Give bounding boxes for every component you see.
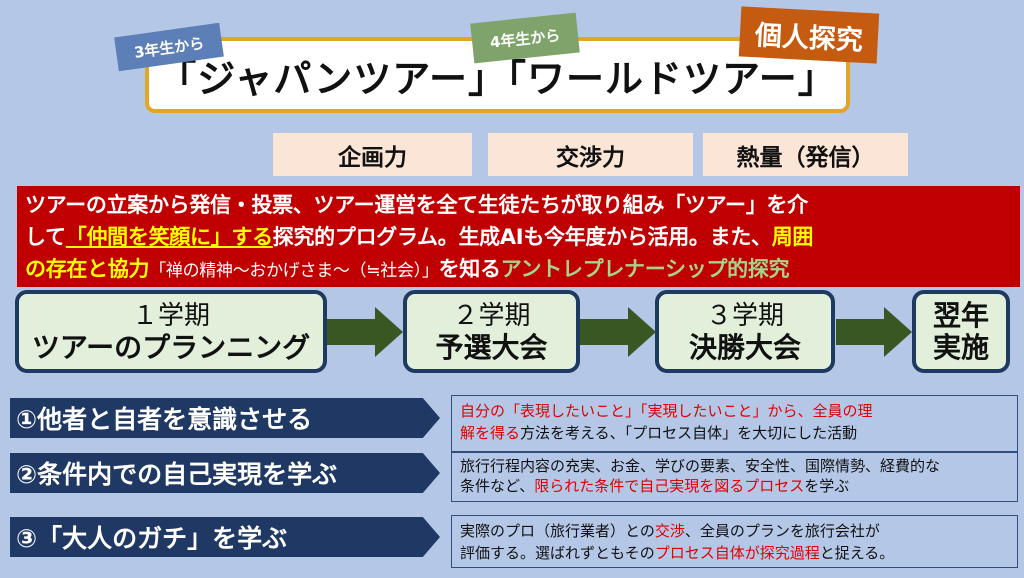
summary-text: 「禅の精神～おかげさま～（≒社会）」 — [149, 261, 439, 281]
summary-text: して — [25, 225, 66, 249]
goal-description-3: 実際のプロ（旅行業者）との交渉、全員のプランを旅行会社が評価する。選ばれずともそ… — [451, 515, 1018, 568]
summary-highlight: の存在と協力 — [25, 257, 150, 281]
desc-highlight: プロセス自体が探究過程 — [654, 544, 820, 562]
phase-name: ツアーのプランニング — [31, 330, 311, 364]
desc-highlight: 限られた条件で自己実現を図るプロセス — [534, 477, 805, 495]
desc-text: 実際のプロ（旅行業者）との — [460, 522, 655, 540]
phase-term: ３学期 — [705, 300, 784, 331]
arrow-right-icon — [327, 307, 403, 357]
summary-line-3: の存在と協力「禅の精神～おかげさま～（≒社会）」を知るアントレプレナーシップ的探… — [25, 253, 1012, 287]
skill-planning: 企画力 — [273, 133, 472, 176]
goal-banner-1: ①他者と自者を意識させる — [10, 398, 440, 438]
arrow-right-icon — [836, 307, 912, 357]
desc-text: 方法を考える、「プロセス自体」を大切にした活動 — [520, 424, 858, 442]
desc-text: と捉える。 — [819, 544, 895, 562]
phase-term1: １学期ツアーのプランニング — [15, 290, 327, 373]
individual-inquiry-tag: 個人探究 — [738, 6, 880, 64]
summary-text: 探究的プログラム。生成AIも今年度から活用。また、 — [272, 225, 772, 249]
goal-banner-2: ②条件内での自己実現を学ぶ — [10, 453, 440, 493]
summary-line-1: ツアーの立案から発信・投票、ツアー運営を全て生徒たちが取り組み「ツアー」を介 — [25, 193, 808, 217]
phase-term: １学期 — [131, 300, 210, 331]
desc-highlight: 交渉 — [654, 522, 685, 540]
summary-highlight: 周囲 — [771, 225, 814, 249]
desc-highlight: 自分の「表現したいこと」「実現したいこと」から、全員の理 — [460, 402, 873, 420]
skill-passion: 熱量（発信） — [703, 133, 908, 176]
goal-banner-3: ③「大人のガチ」を学ぶ — [10, 517, 440, 557]
desc-text: 評価する。選ばれずともその — [460, 544, 655, 562]
desc-text: 旅行行程内容の充実、お金、学びの要素、安全性、国際情勢、経費的な — [460, 457, 941, 475]
phase-term: ２学期 — [452, 300, 531, 331]
summary-box: ツアーの立案から発信・投票、ツアー運営を全て生徒たちが取り組み「ツアー」を介 し… — [17, 186, 1020, 287]
phase-name: 決勝大会 — [688, 330, 801, 364]
phase-name: 実施 — [932, 330, 989, 364]
phase-term2: ２学期予選大会 — [403, 290, 580, 373]
desc-text: 、全員のプランを旅行会社が — [684, 522, 880, 540]
arrow-right-icon — [580, 307, 656, 357]
phase-name: 予選大会 — [435, 330, 548, 364]
summary-text: を知る — [438, 257, 501, 281]
skill-negotiation: 交渉力 — [488, 133, 693, 176]
summary-line-2: して「仲間を笑顔に」する探究的プログラム。生成AIも今年度から活用。また、周囲 — [25, 221, 1012, 253]
goal-description-1: 自分の「表現したいこと」「実現したいこと」から、全員の理解を得る方法を考える、「… — [451, 395, 1018, 452]
desc-text: 条件など、 — [460, 477, 535, 495]
desc-text: を学ぶ — [804, 477, 850, 495]
phase-term3: ３学期決勝大会 — [655, 290, 835, 373]
phase-next-year: 翌年実施 — [912, 290, 1010, 373]
phase-term: 翌年 — [932, 298, 989, 332]
goal-description-2: 旅行行程内容の充実、お金、学びの要素、安全性、国際情勢、経費的な条件など、限られ… — [451, 452, 1018, 502]
desc-highlight: 解を得る — [460, 424, 521, 442]
summary-highlight: 「仲間を笑顔に」する — [65, 225, 273, 249]
summary-highlight-green: アントレプレナーシップ的探究 — [500, 257, 790, 281]
